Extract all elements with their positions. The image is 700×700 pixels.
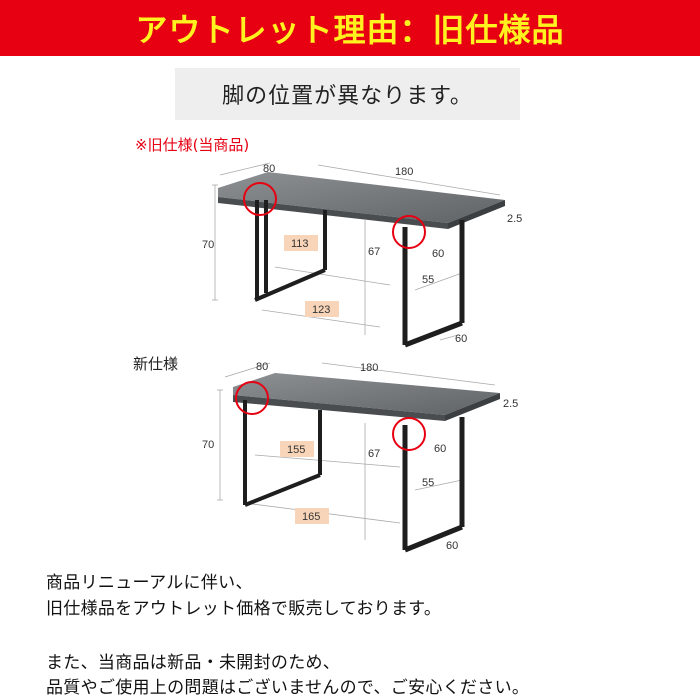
old-table-top xyxy=(218,172,505,223)
new-table-edge xyxy=(233,395,445,421)
new-depth-label: 80 xyxy=(256,361,268,373)
old-thickness-label: 2.5 xyxy=(507,213,522,225)
new-spec-label: 新仕様 xyxy=(133,355,179,373)
old-inner-span-label: 113 xyxy=(291,238,309,250)
new-thickness-label: 2.5 xyxy=(503,398,518,410)
new-table-top xyxy=(233,373,500,415)
note-line-2: 旧仕様品をアウトレット価格で販売しております。 xyxy=(46,599,442,619)
new-leg-foot-label: 60 xyxy=(446,540,458,552)
outlet-reason-banner: アウトレット理由：旧仕様品 xyxy=(0,0,700,56)
subtitle-box: 脚の位置が異なります。 xyxy=(175,68,520,120)
old-spec-label: ※旧仕様(当商品) xyxy=(135,136,250,154)
new-outer-span-label: 165 xyxy=(302,511,320,523)
banner-title: アウトレット理由：旧仕様品 xyxy=(135,11,565,49)
new-spec-table-diagram: 80 180 2.5 70 67 60 55 60 155 165 xyxy=(202,361,518,553)
old-depth-label: 80 xyxy=(263,163,275,175)
note-line-3: また、当商品は新品・未開封のため、 xyxy=(46,653,341,673)
new-height-label: 70 xyxy=(202,439,214,451)
new-width-label: 180 xyxy=(360,362,378,374)
new-left-leg xyxy=(243,400,322,507)
note-line-1: 商品リニューアルに伴い、 xyxy=(46,573,253,593)
old-leg-height-label: 60 xyxy=(432,248,444,260)
old-left-leg xyxy=(254,200,327,302)
new-leg-width-label: 55 xyxy=(422,477,434,489)
old-width-label: 180 xyxy=(395,166,413,178)
note-line-4: 品質やご使用上の問題はございませんので、ご安心ください。 xyxy=(46,678,530,698)
new-leg-height-label: 60 xyxy=(434,443,446,455)
old-right-leg-highlight xyxy=(392,215,426,249)
new-inner-span-label: 155 xyxy=(287,444,305,456)
new-left-leg-highlight xyxy=(235,381,269,415)
new-right-leg-highlight xyxy=(392,417,426,451)
new-inner-height-label: 67 xyxy=(368,448,380,460)
old-spec-table-diagram: 80 180 2.5 70 67 60 55 60 113 123 xyxy=(202,162,522,348)
old-leg-width-label: 55 xyxy=(422,274,434,286)
old-left-leg-highlight xyxy=(243,182,277,216)
old-leg-foot-label: 60 xyxy=(455,333,467,345)
old-height-label: 70 xyxy=(202,239,214,251)
old-outer-span-label: 123 xyxy=(312,304,330,316)
old-inner-height-label: 67 xyxy=(368,246,380,258)
new-right-leg xyxy=(402,417,465,553)
subtitle-text: 脚の位置が異なります。 xyxy=(222,84,473,109)
